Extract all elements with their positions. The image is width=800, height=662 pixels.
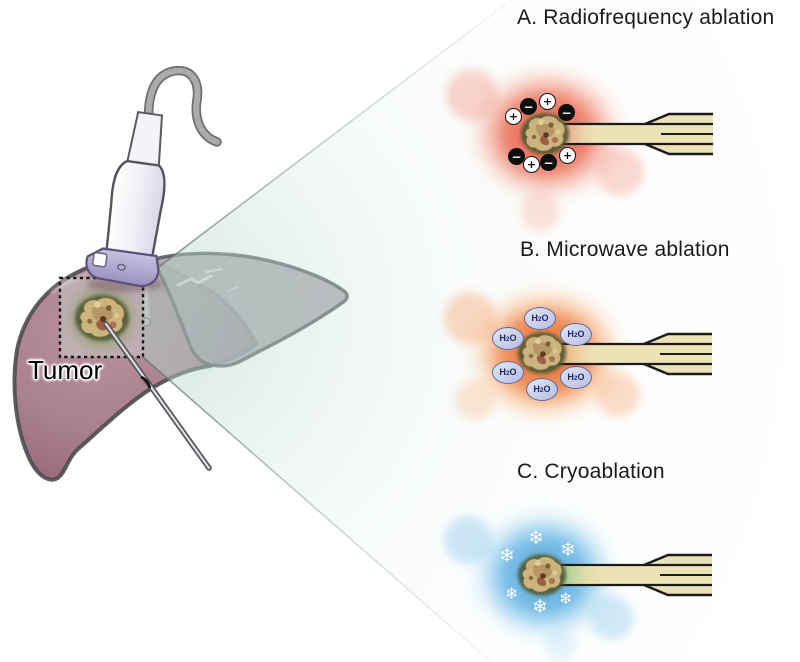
panel-b-title: B. Microwave ablation bbox=[520, 238, 730, 261]
probe-indicator bbox=[117, 263, 126, 271]
plus-ion-icon: + bbox=[539, 93, 556, 110]
minus-ion-icon: − bbox=[558, 104, 575, 121]
plus-ion-icon: + bbox=[505, 108, 522, 125]
panel-c-title: C. Cryoablation bbox=[517, 460, 665, 483]
probe-button bbox=[91, 251, 108, 268]
snowflake-icon: ❄ bbox=[499, 545, 515, 567]
liver-tumor bbox=[59, 275, 145, 361]
panel-a-title: A. Radiofrequency ablation bbox=[517, 6, 775, 29]
probe-cable bbox=[143, 65, 222, 147]
minus-ion-icon: − bbox=[520, 98, 537, 115]
snowflake-icon: ❄ bbox=[505, 584, 519, 603]
minus-ion-icon: − bbox=[508, 148, 525, 165]
cryo-tumor bbox=[515, 548, 569, 602]
microwave-tumor bbox=[515, 326, 569, 380]
minus-ion-icon: − bbox=[540, 154, 557, 171]
snowflake-icon: ❄ bbox=[559, 589, 573, 608]
plus-ion-icon: + bbox=[523, 156, 540, 173]
plus-ion-icon: + bbox=[559, 147, 576, 164]
tumor-label: Tumor bbox=[28, 355, 103, 385]
biopsy-needle bbox=[103, 321, 212, 471]
snowflake-icon: ❄ bbox=[528, 527, 544, 549]
needle-entry-mark bbox=[140, 375, 152, 389]
snowflake-icon: ❄ bbox=[560, 539, 576, 561]
rf-tumor bbox=[518, 107, 572, 161]
ultrasound-probe bbox=[85, 110, 166, 288]
snowflake-icon: ❄ bbox=[532, 596, 548, 618]
